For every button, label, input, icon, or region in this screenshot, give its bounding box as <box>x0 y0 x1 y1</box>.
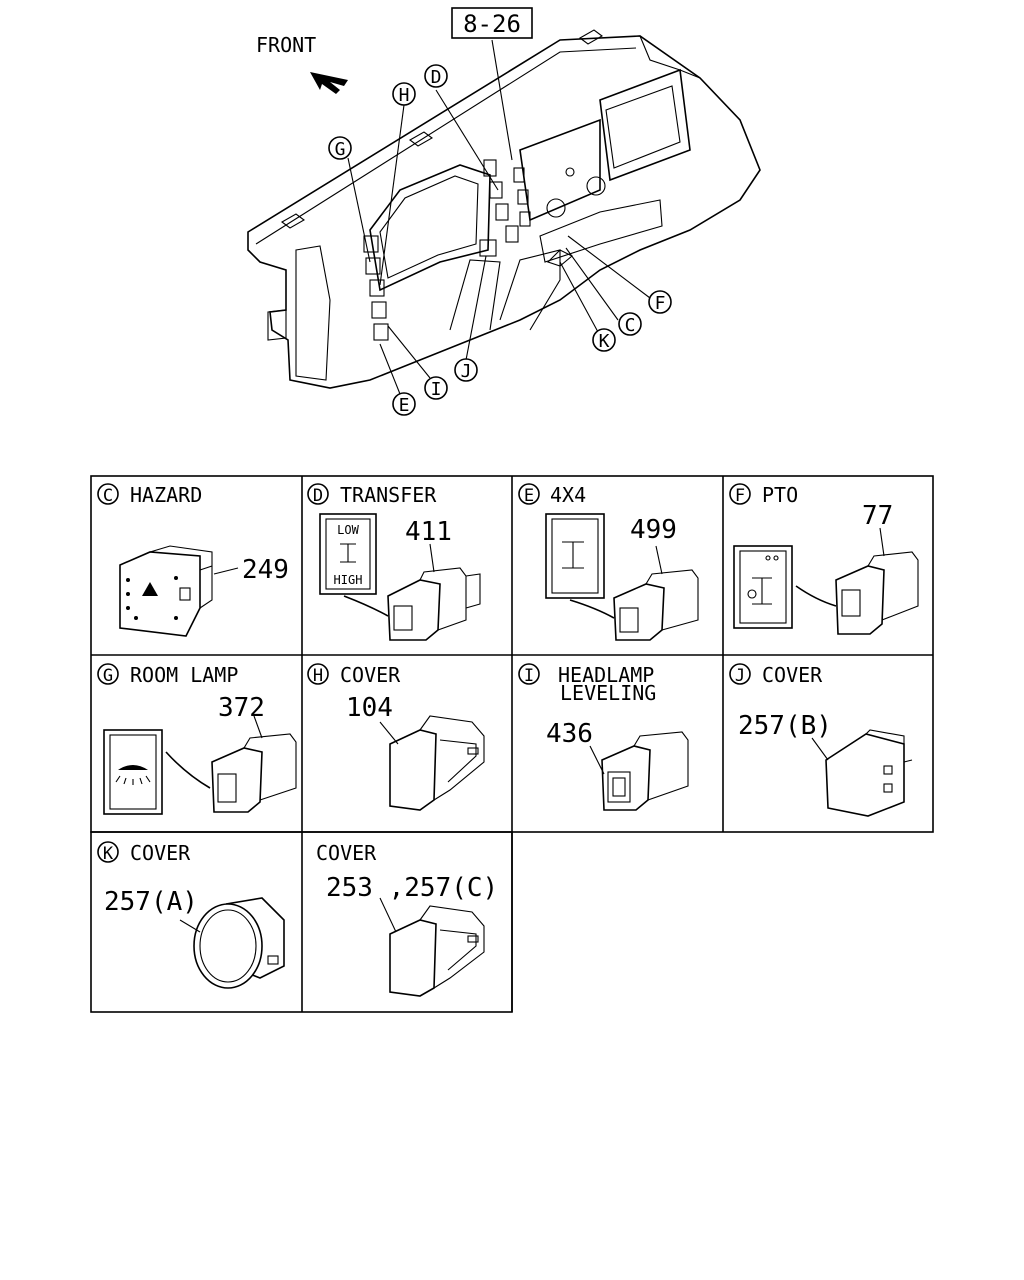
panel-transfer: D TRANSFER LOW HIGH 411 <box>307 483 481 641</box>
dashboard-drawing <box>247 29 761 389</box>
panel-4x4: E 4X4 499 <box>518 483 699 641</box>
panel-letter: I <box>524 666 534 686</box>
ref-box <box>451 7 533 39</box>
part-number: 77 <box>862 501 893 531</box>
part-number: 499 <box>630 515 677 545</box>
panel-letter: J <box>735 666 745 686</box>
panel-pto: F PTO 77 <box>729 483 919 635</box>
callout-h: H <box>392 82 416 106</box>
panel-title: 4X4 <box>550 483 586 507</box>
svg-text:E: E <box>399 395 410 416</box>
axle-icon <box>562 541 584 569</box>
front-label: FRONT <box>256 33 316 57</box>
svg-text:J: J <box>461 361 472 382</box>
panel-letter: H <box>313 666 323 686</box>
panel-cover-253: COVER 253 ,257(C) <box>316 841 498 997</box>
panel-title: PTO <box>762 483 798 507</box>
callout-f: F <box>648 290 672 314</box>
label-low: LOW <box>337 523 359 537</box>
panel-room-lamp: G ROOM LAMP 372 <box>97 663 297 815</box>
panel-title: COVER <box>130 841 191 865</box>
panel-cover-j: J COVER 257(B) <box>729 663 913 817</box>
part-number: 249 <box>242 555 289 585</box>
panel-title: TRANSFER <box>340 483 437 507</box>
svg-text:K: K <box>599 331 610 352</box>
svg-text:I: I <box>431 379 442 400</box>
axle-icon <box>340 543 356 563</box>
callout-d: D <box>424 64 448 88</box>
panel-cover-k: K COVER 257(A) <box>97 841 285 989</box>
callout-g: G <box>328 136 352 160</box>
callout-e: E <box>392 392 416 416</box>
callout-leaders <box>347 39 651 395</box>
pto-icon <box>752 577 772 605</box>
panel-title: HAZARD <box>130 483 202 507</box>
panel-title: COVER <box>316 841 377 865</box>
panel-letter: K <box>103 844 114 864</box>
panel-title: HEADLAMP <box>558 663 654 687</box>
ref-box-label: 8-26 <box>463 10 521 38</box>
part-number: 436 <box>546 719 593 749</box>
panel-cover-h: H COVER 104 <box>307 663 485 811</box>
panel-letter: F <box>735 486 745 506</box>
svg-text:F: F <box>655 293 666 314</box>
hazard-triangle-icon <box>142 582 158 596</box>
part-number: 372 <box>218 693 265 723</box>
lamp-icon <box>118 765 148 770</box>
front-arrow-icon <box>310 72 348 94</box>
label-high: HIGH <box>334 573 363 587</box>
panel-hazard: C HAZARD 249 <box>97 483 289 637</box>
part-number: 411 <box>405 517 452 547</box>
parts-grid <box>90 475 934 1013</box>
part-number: 104 <box>346 693 393 723</box>
panel-title: COVER <box>762 663 823 687</box>
dashboard-overview: 8-26 FRONT <box>247 7 761 416</box>
panel-headlamp-leveling: I HEADLAMP LEVELING 436 <box>518 663 689 811</box>
panel-letter: E <box>524 486 534 506</box>
part-number: 257(B) <box>738 711 832 741</box>
part-number: 257(A) <box>104 887 198 917</box>
panel-letter: G <box>103 666 113 686</box>
part-number: 253 ,257(C) <box>326 873 498 903</box>
callout-c: C <box>618 312 642 336</box>
svg-text:H: H <box>399 85 410 106</box>
callout-k: K <box>592 328 616 352</box>
panel-title: ROOM LAMP <box>130 663 238 687</box>
panel-letter: C <box>103 486 113 506</box>
svg-text:G: G <box>335 139 346 160</box>
svg-text:D: D <box>431 67 442 88</box>
panel-title-2: LEVELING <box>560 681 656 705</box>
panel-title: COVER <box>340 663 401 687</box>
callout-i: I <box>424 376 448 400</box>
callout-j: J <box>454 358 478 382</box>
svg-text:C: C <box>625 315 636 336</box>
panel-letter: D <box>313 486 323 506</box>
